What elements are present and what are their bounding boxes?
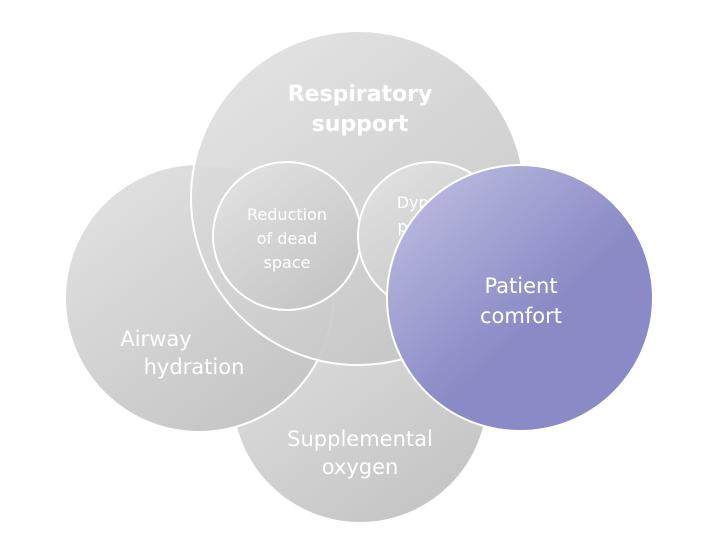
airway-hydration-label-line2: hydration: [144, 355, 245, 379]
supplemental-oxygen-label-line2: oxygen: [322, 455, 399, 479]
supplemental-oxygen-label-line1: Supplemental: [287, 427, 433, 451]
airway-hydration-label-line1: Airway: [120, 327, 191, 351]
patient-comfort-label-line2: comfort: [480, 304, 562, 328]
respiratory-support-label-line1: Respiratory: [288, 82, 433, 107]
reduction-of-dead-space-label-line3: space: [264, 253, 311, 272]
reduction-of-dead-space-label-line2: of dead: [257, 229, 317, 248]
circle-patient-comfort: [386, 164, 654, 432]
respiratory-support-label-line2: support: [312, 112, 409, 137]
patient-comfort-label-line1: Patient: [484, 274, 557, 298]
reduction-of-dead-space-label-line1: Reduction: [247, 205, 327, 224]
